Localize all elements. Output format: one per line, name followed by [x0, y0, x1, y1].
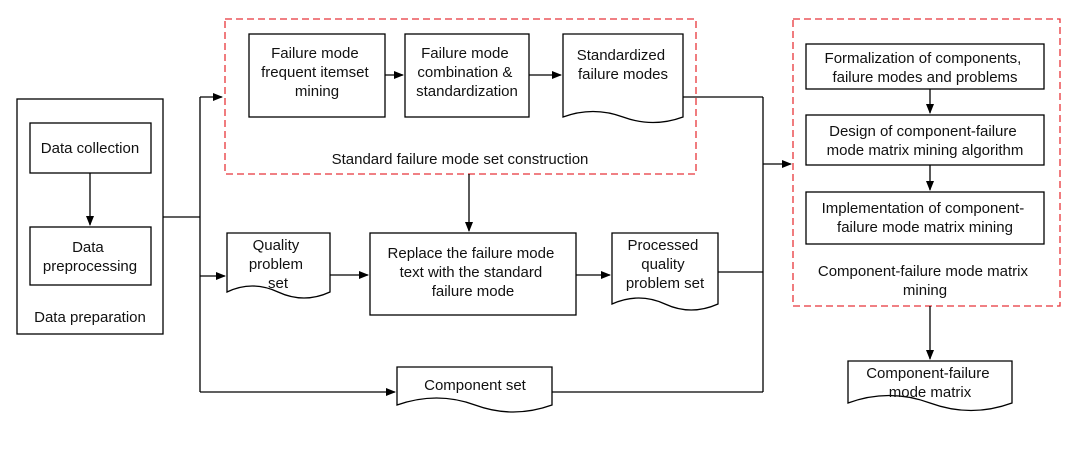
standardized-modes-doc — [562, 33, 684, 124]
standardized-modes-text: Standardized failure modes — [577, 47, 670, 83]
component-set-text: Component set — [424, 377, 527, 394]
processed-set-text: Processed quality problem set — [626, 237, 705, 292]
combination-box — [404, 33, 530, 118]
matrix-mining-label: Component-failure mode matrix mining — [818, 263, 1032, 299]
data-preparation-label: Data preparation — [34, 309, 146, 326]
itemset-mining-text: Failure mode frequent itemset mining — [261, 45, 373, 100]
standard-set-label: Standard failure mode set construction — [332, 151, 589, 168]
component-set-doc — [396, 366, 553, 413]
connectors — [86, 71, 934, 396]
output-matrix-text: Component-failure mode matrix — [866, 365, 994, 401]
data-preprocessing-box — [29, 226, 152, 286]
processed-set-doc — [611, 232, 719, 311]
implementation-text: Implementation of component- failure mod… — [822, 200, 1029, 236]
data-preprocessing-text: Data preprocessing — [43, 239, 137, 275]
output-matrix-doc — [847, 360, 1013, 412]
replace-text-box — [369, 232, 577, 316]
implementation-box — [805, 191, 1045, 245]
replace-text-text: Replace the failure mode text with the s… — [388, 245, 559, 300]
matrix-mining-group — [792, 18, 1061, 307]
quality-problem-set-doc — [226, 232, 331, 299]
design-box — [805, 114, 1045, 166]
standard-set-group — [224, 18, 697, 175]
formalization-box — [805, 43, 1045, 90]
itemset-mining-box — [248, 33, 386, 118]
formalization-text: Formalization of components, failure mod… — [825, 50, 1026, 86]
design-text: Design of component-failure mode matrix … — [827, 123, 1024, 159]
data-collection-text: Data collection — [41, 140, 139, 157]
combination-text: Failure mode combination & standardizati… — [416, 45, 518, 100]
quality-problem-set-text: Quality problem set — [249, 237, 307, 292]
